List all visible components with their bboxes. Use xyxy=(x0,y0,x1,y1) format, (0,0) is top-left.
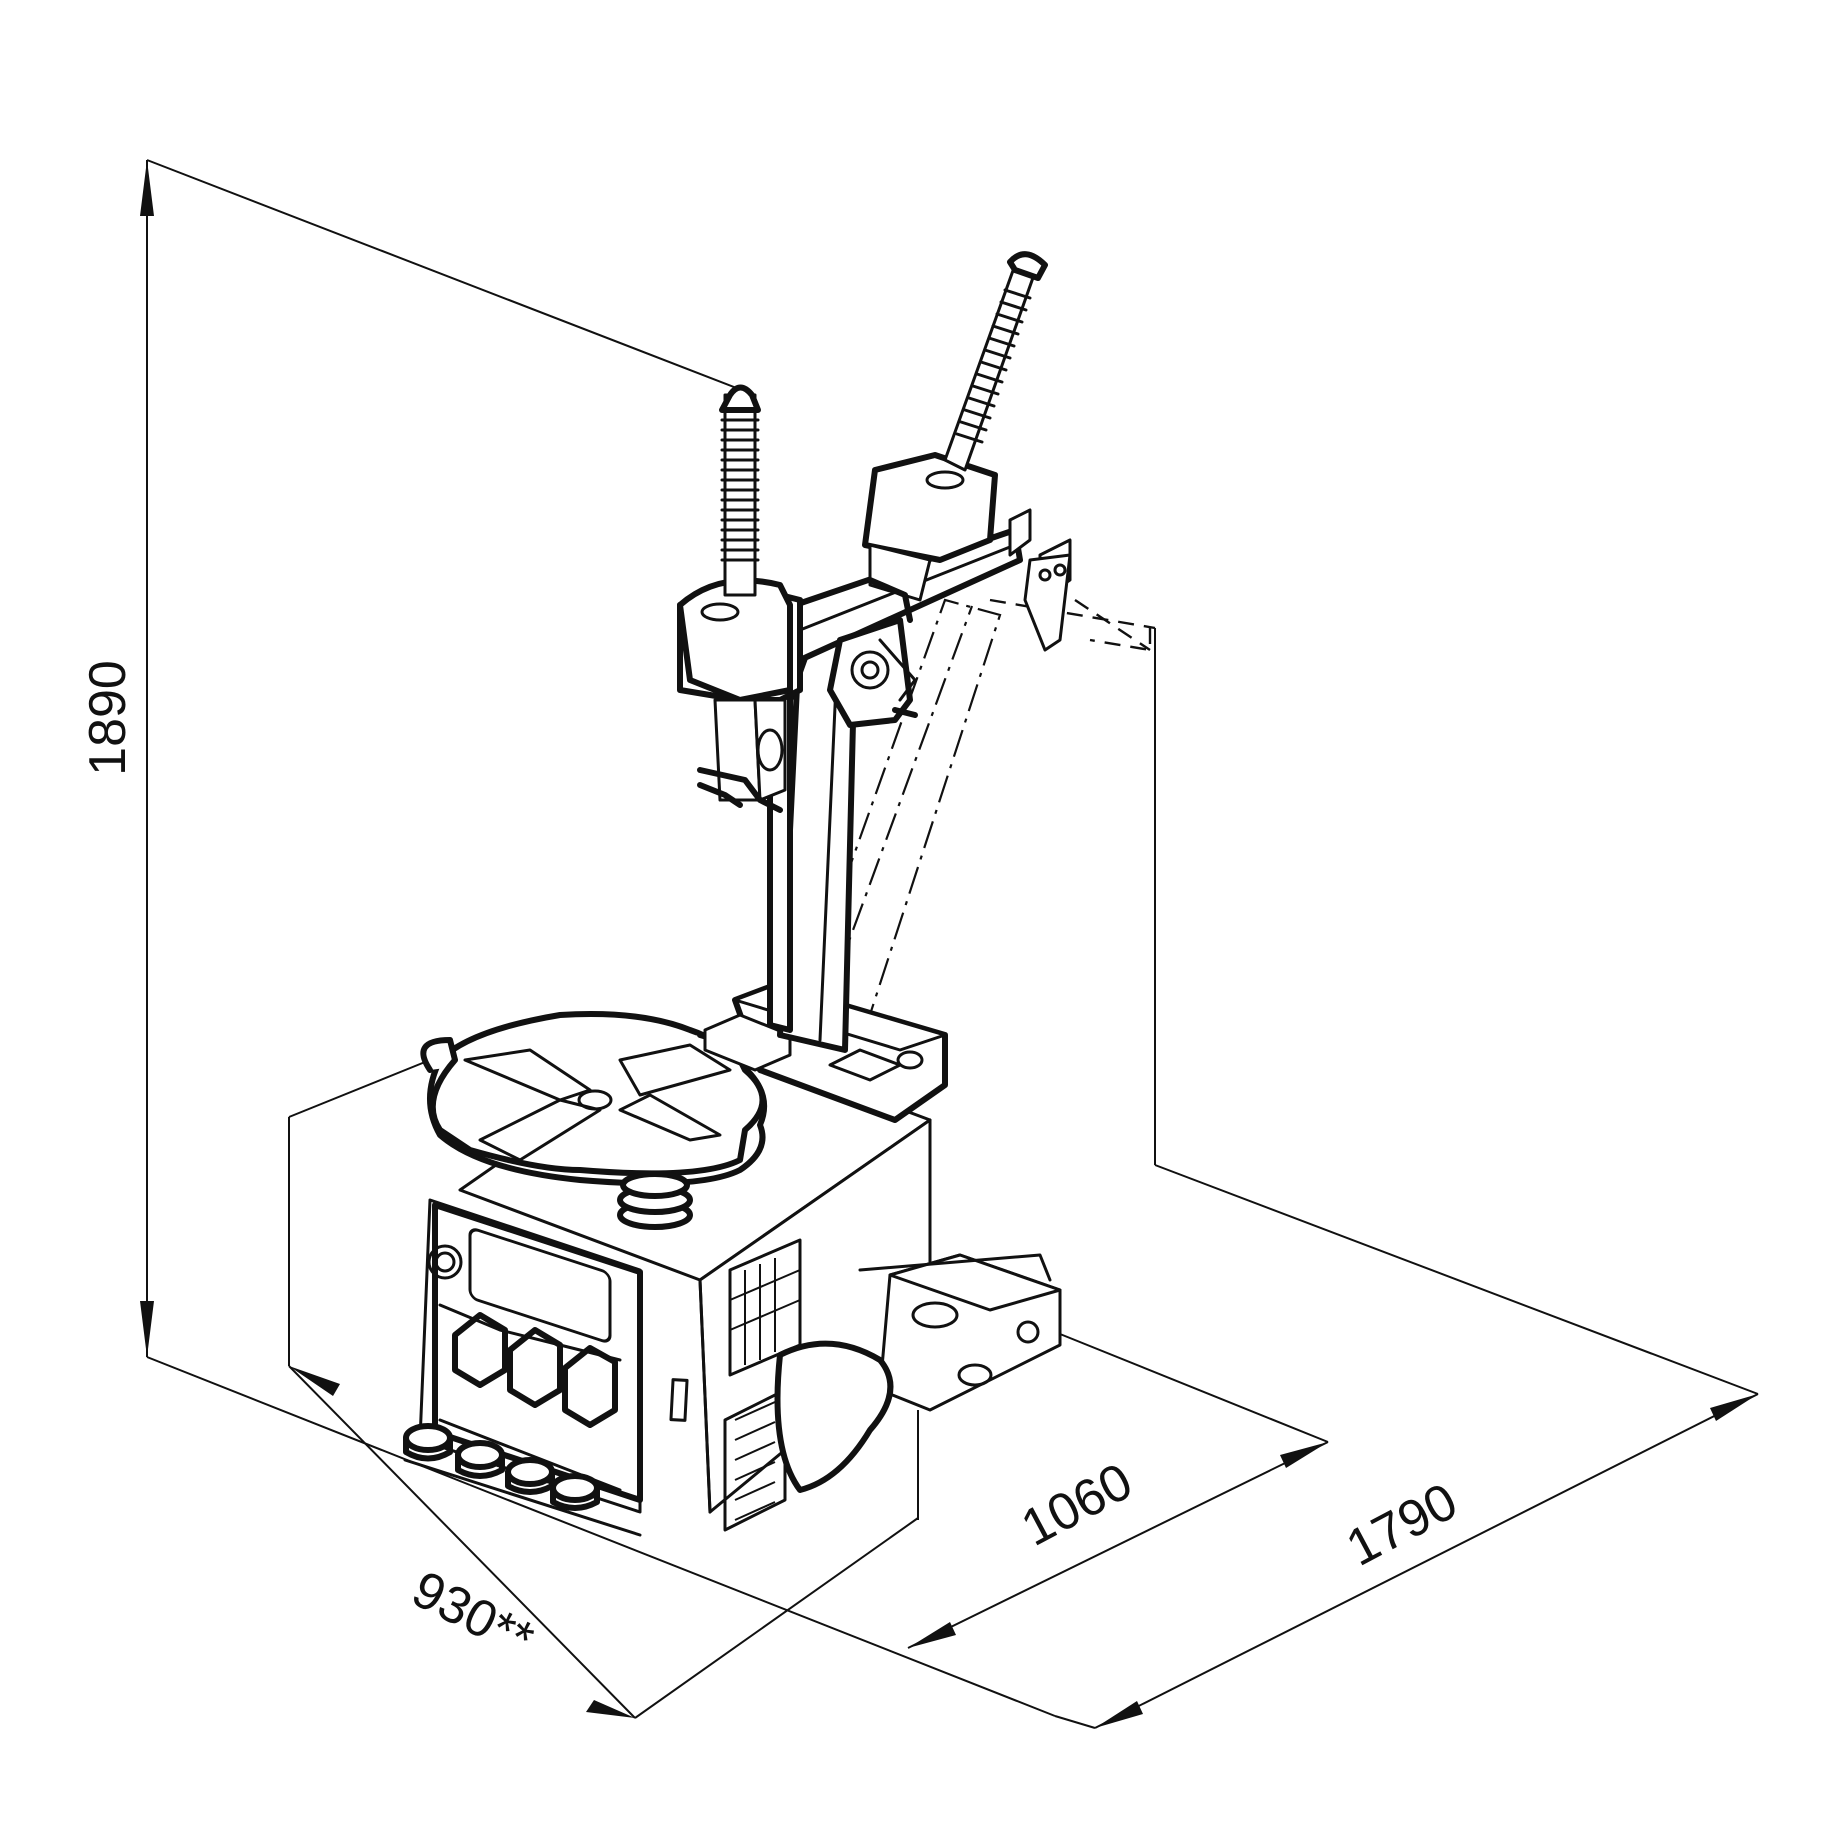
dimension-height-label: 1890 xyxy=(79,660,137,776)
clamp-spring xyxy=(617,1171,693,1230)
control-panel xyxy=(427,1202,643,1503)
bead-breaker-blade[interactable] xyxy=(774,1340,894,1493)
pedal-button-3[interactable] xyxy=(562,1345,618,1428)
tyre-changer-machine xyxy=(403,251,1156,1537)
left-spindle xyxy=(719,384,761,597)
turntable xyxy=(420,1011,768,1230)
dimension-depth-max-label: 1790 xyxy=(1337,1472,1466,1578)
turntable-clamps xyxy=(463,1043,732,1162)
dimension-width-label: 930** xyxy=(403,1560,543,1669)
dimension-lines: 1890 930** 1060 xyxy=(79,159,1759,1729)
dimension-height: 1890 xyxy=(79,159,753,1486)
pedal-button-2[interactable] xyxy=(507,1327,563,1408)
right-tool-head xyxy=(862,452,998,623)
bead-breaker-hinge-icon xyxy=(911,1301,959,1329)
arm-hinge xyxy=(827,617,918,728)
foot-pedals xyxy=(403,1423,642,1537)
pedal-button-1[interactable] xyxy=(452,1312,508,1388)
side-grille xyxy=(723,1238,802,1532)
pedal-2[interactable] xyxy=(455,1440,505,1479)
pedal-4[interactable] xyxy=(550,1473,600,1511)
left-tool-head xyxy=(677,577,803,813)
turntable-center-icon xyxy=(577,1089,613,1111)
gauge-icon xyxy=(427,1244,463,1280)
right-spindle xyxy=(943,251,1048,472)
pedal-3[interactable] xyxy=(505,1457,555,1495)
pedal-1[interactable] xyxy=(403,1423,453,1462)
dimension-depth-max: 1790 xyxy=(1054,628,1759,1729)
bead-breaker xyxy=(774,1253,1062,1493)
